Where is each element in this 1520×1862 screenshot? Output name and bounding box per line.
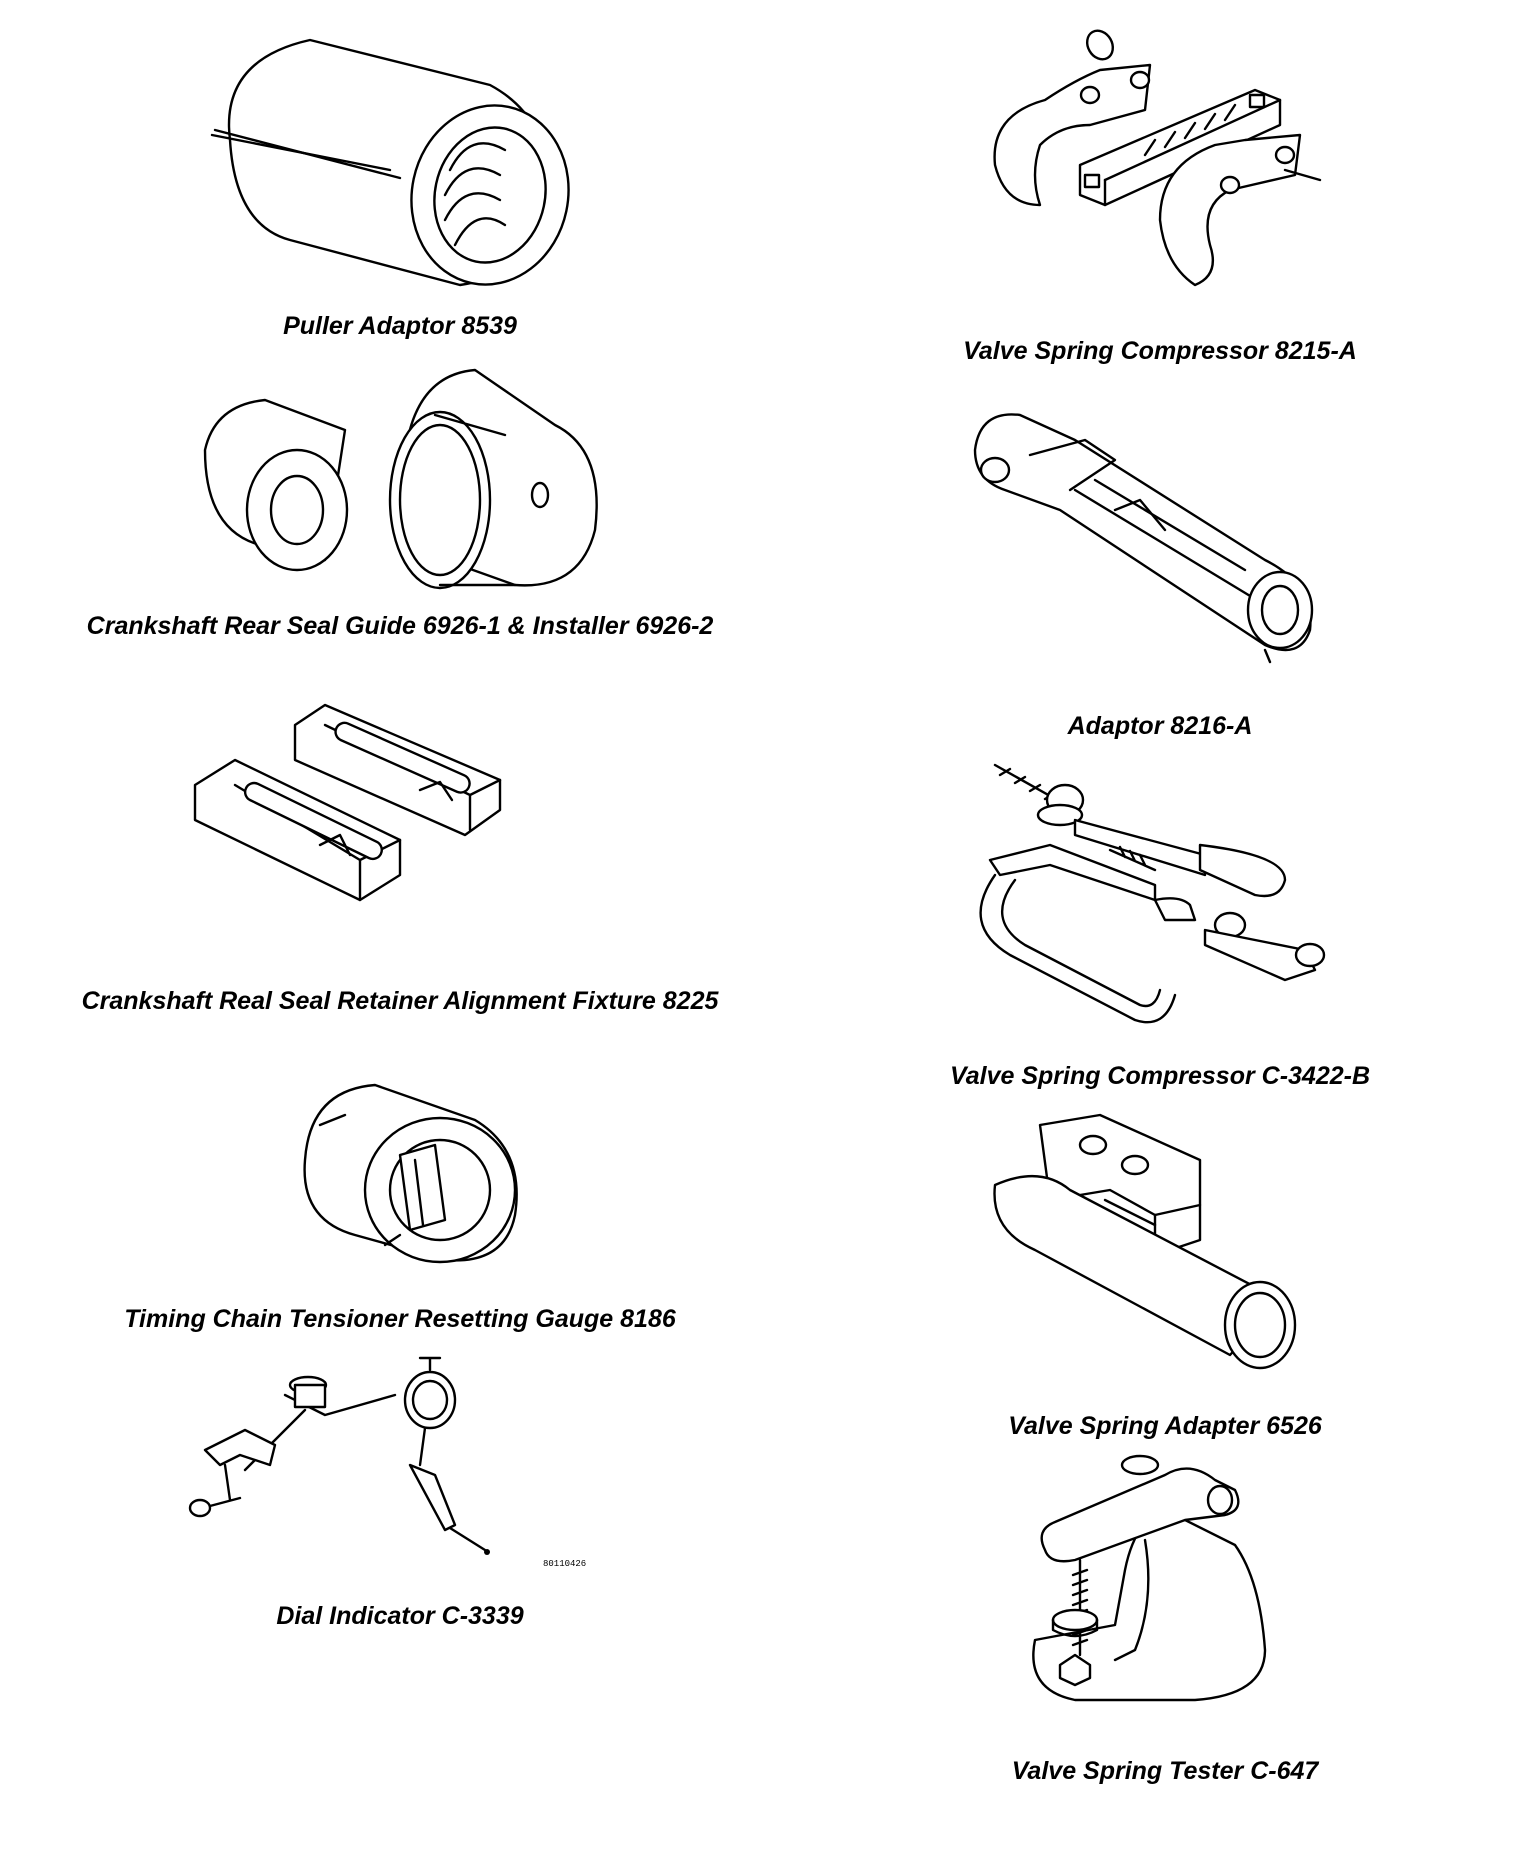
- caption-c-clamp-compressor: Valve Spring Compressor C-3422-B: [949, 1062, 1371, 1090]
- caption-dial-indicator: Dial Indicator C-3339: [276, 1602, 524, 1630]
- c-clamp-compressor-icon: [955, 755, 1345, 1030]
- caption-valve-spring-compressor: Valve Spring Compressor 8215-A: [963, 337, 1357, 365]
- caption-alignment-fixture: Crankshaft Real Seal Retainer Alignment …: [81, 987, 719, 1015]
- adaptor-icon: [965, 400, 1345, 665]
- caption-valve-spring-adapter: Valve Spring Adapter 6526: [1008, 1412, 1322, 1440]
- valve-spring-adapter-icon: [980, 1110, 1310, 1375]
- caption-resetting-gauge: Timing Chain Tensioner Resetting Gauge 8…: [124, 1305, 676, 1333]
- valve-spring-tester-icon: [1015, 1450, 1280, 1710]
- caption-puller-adaptor: Puller Adaptor 8539: [283, 312, 517, 340]
- caption-valve-spring-tester: Valve Spring Tester C-647: [1011, 1757, 1319, 1785]
- valve-spring-compressor-icon: [985, 25, 1325, 295]
- seal-guide-installer-icon: [185, 360, 615, 595]
- caption-seal-guide-installer: Crankshaft Rear Seal Guide 6926-1 & Inst…: [86, 612, 714, 640]
- figure-code: 80110426: [543, 1559, 587, 1569]
- resetting-gauge-icon: [285, 1075, 530, 1270]
- puller-adaptor-icon: [200, 20, 580, 300]
- dial-indicator-icon: [185, 1350, 595, 1560]
- caption-adaptor: Adaptor 8216-A: [1067, 712, 1253, 740]
- alignment-fixture-icon: [190, 700, 610, 930]
